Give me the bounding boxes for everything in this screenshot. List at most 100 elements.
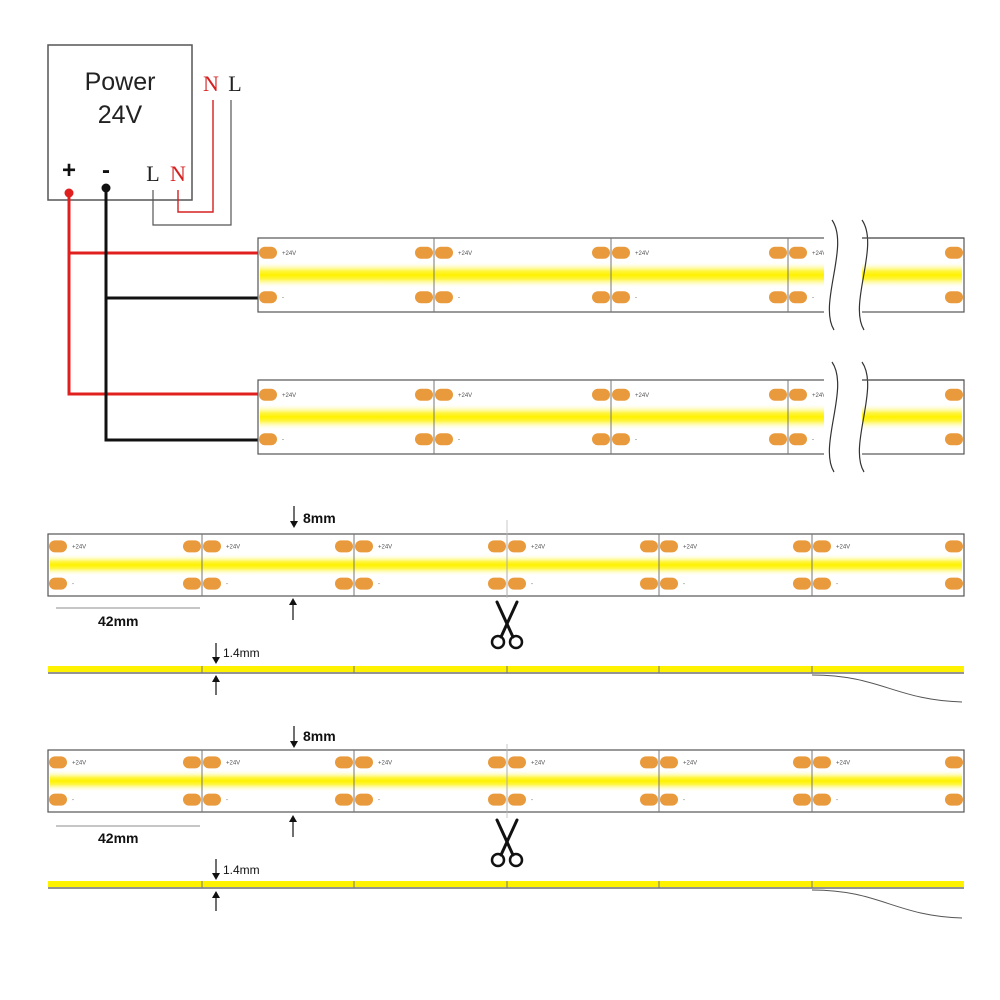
- break-line: [858, 219, 869, 331]
- arrow-up-icon: [289, 598, 297, 605]
- side-profile-tape: [811, 889, 963, 919]
- solder-pad: [508, 793, 526, 806]
- pad-minus-label: -: [683, 798, 685, 804]
- dc-wiring: [67, 188, 272, 444]
- solder-pad: [793, 793, 811, 806]
- led-strip-2: +24V-+24V-+24V-+24V-: [257, 361, 965, 473]
- pad-minus-label: -: [812, 295, 814, 301]
- solder-pad: [769, 246, 787, 259]
- solder-pad: [435, 388, 453, 401]
- solder-pad: [789, 388, 807, 401]
- ac-wire-n: [177, 100, 214, 213]
- pad-plus-label: +24V: [812, 393, 826, 399]
- solder-pad: [945, 433, 963, 446]
- led-strip-detail-1: +24V-+24V-+24V-+24V-+24V-+24V-: [47, 533, 965, 597]
- pad-plus-label: +24V: [458, 393, 472, 399]
- solder-pad: [769, 388, 787, 401]
- solder-pad: [355, 793, 373, 806]
- led-strip-1: +24V-+24V-+24V-+24V-: [257, 219, 965, 331]
- solder-pad: [355, 540, 373, 553]
- arrow-down-icon: [290, 521, 298, 528]
- solder-pad: [335, 540, 353, 553]
- pad-minus-label: -: [635, 295, 637, 301]
- pad-plus-label: +24V: [72, 760, 86, 766]
- solder-pad: [49, 793, 67, 806]
- pad-plus-label: +24V: [226, 544, 240, 550]
- solder-pad: [203, 577, 221, 590]
- side-profile-tape: [811, 674, 963, 703]
- solder-pad: [660, 756, 678, 769]
- solder-pad: [203, 540, 221, 553]
- solder-pad: [945, 540, 963, 553]
- solder-pad: [660, 793, 678, 806]
- side-profile-body: [48, 666, 964, 672]
- solder-pad: [183, 577, 201, 590]
- solder-pad: [203, 756, 221, 769]
- solder-pad: [183, 540, 201, 553]
- pad-plus-label: +24V: [812, 251, 826, 257]
- arrow-up-icon: [289, 815, 297, 822]
- pad-plus-label: +24V: [683, 544, 697, 550]
- ac-wire-l: [152, 100, 232, 226]
- thickness-label: 1.4mm: [223, 863, 260, 877]
- positive-wire: [67, 193, 268, 396]
- power-title-line2: 24V: [98, 101, 143, 129]
- solder-pad: [793, 756, 811, 769]
- solder-pad: [769, 433, 787, 446]
- pad-plus-label: +24V: [378, 544, 392, 550]
- solder-pad: [793, 577, 811, 590]
- solder-pad: [488, 540, 506, 553]
- solder-pad: [813, 756, 831, 769]
- solder-pad: [355, 756, 373, 769]
- ac-input-l-label: L: [146, 161, 159, 186]
- thickness-label: 1.4mm: [223, 646, 260, 660]
- solder-pad: [945, 793, 963, 806]
- led-glow-band: [50, 553, 962, 577]
- solder-pad: [259, 433, 277, 446]
- cut-guide-2: [490, 744, 524, 868]
- solder-pad: [592, 291, 610, 304]
- dimensions-set-1: 8mm 42mm 1.4mm: [56, 506, 336, 695]
- solder-pad: [612, 246, 630, 259]
- solder-pad: [592, 433, 610, 446]
- solder-pad: [49, 540, 67, 553]
- solder-pad: [415, 433, 433, 446]
- solder-pad: [488, 756, 506, 769]
- pad-minus-label: -: [635, 437, 637, 443]
- scissors-icon: [490, 818, 524, 868]
- mains-n-label: N: [203, 71, 219, 96]
- ac-input-n-label: N: [170, 161, 186, 186]
- solder-pad: [508, 540, 526, 553]
- solder-pad: [435, 291, 453, 304]
- segment-length-label: 42mm: [98, 830, 138, 846]
- solder-pad: [508, 756, 526, 769]
- solder-pad: [612, 388, 630, 401]
- solder-pad: [335, 756, 353, 769]
- scissors-icon: [490, 600, 524, 650]
- solder-pad: [259, 388, 277, 401]
- solder-pad: [640, 577, 658, 590]
- arrow-down-icon: [212, 873, 220, 880]
- arrow-down-icon: [290, 741, 298, 748]
- pad-plus-label: +24V: [635, 393, 649, 399]
- pad-plus-label: +24V: [531, 760, 545, 766]
- solder-pad: [660, 540, 678, 553]
- led-glow-band: [50, 769, 962, 793]
- solder-pad: [488, 577, 506, 590]
- solder-pad: [183, 756, 201, 769]
- solder-pad: [945, 577, 963, 590]
- pad-minus-label: -: [683, 582, 685, 588]
- solder-pad: [415, 246, 433, 259]
- solder-pad: [203, 793, 221, 806]
- pad-plus-label: +24V: [836, 760, 850, 766]
- pad-minus-label: -: [378, 798, 380, 804]
- solder-pad: [415, 388, 433, 401]
- arrow-up-icon: [212, 891, 220, 898]
- solder-pad: [508, 577, 526, 590]
- arrow-down-icon: [212, 657, 220, 664]
- pad-minus-label: -: [531, 582, 533, 588]
- solder-pad: [259, 246, 277, 259]
- power-supply-box: [47, 44, 193, 201]
- pad-plus-label: +24V: [531, 544, 545, 550]
